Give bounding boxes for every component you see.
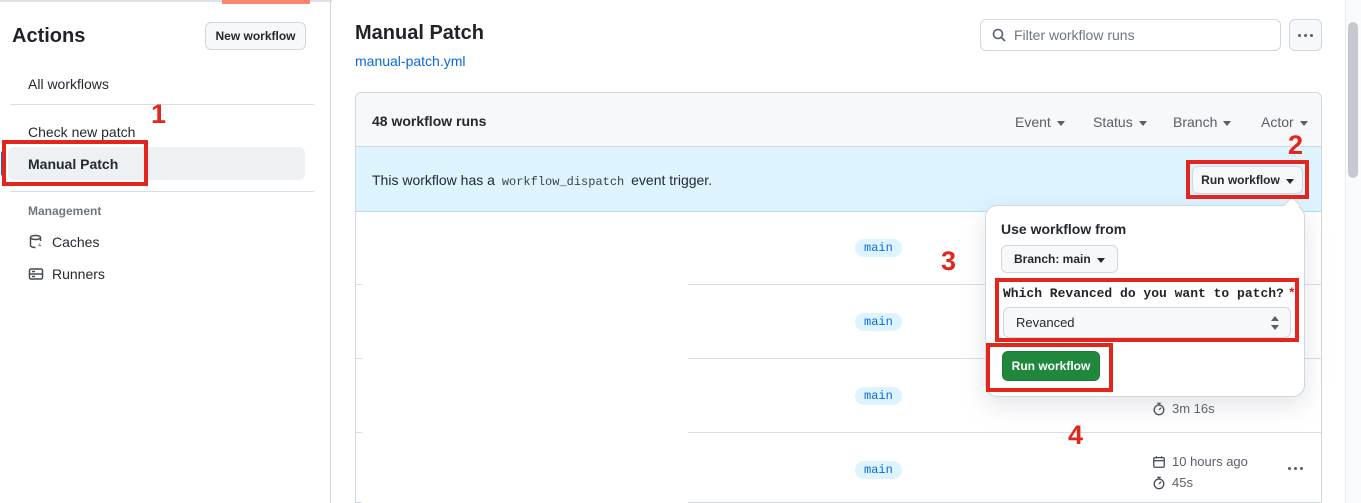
stopwatch-icon (1152, 476, 1166, 490)
run-duration-label: 45s (1172, 475, 1193, 490)
filter-runs-input[interactable] (1014, 27, 1272, 43)
sidebar-divider-line (10, 191, 314, 192)
kebab-icon (1287, 466, 1303, 470)
kebab-icon (1298, 33, 1313, 37)
chevron-down-icon (1056, 120, 1065, 126)
run-duration: 3m 16s (1152, 401, 1215, 416)
run-workflow-dropdown-label: Run workflow (1201, 173, 1280, 187)
chevron-down-icon (1285, 178, 1294, 184)
run-workflow-dropdown-button[interactable]: Run workflow (1192, 166, 1303, 194)
filter-branch-dropdown[interactable]: Branch (1173, 114, 1232, 130)
sidebar-divider (330, 0, 331, 503)
branch-badge[interactable]: main (855, 387, 902, 405)
runs-table-header (356, 93, 1321, 147)
banner-text-prefix: This workflow has a (372, 172, 495, 188)
chevron-down-icon (1299, 120, 1308, 126)
filter-status-dropdown[interactable]: Status (1093, 114, 1147, 130)
management-heading: Management (28, 204, 102, 218)
dialog-input-label-text: Which Revanced do you want to patch? (1003, 286, 1284, 301)
filter-label: Actor (1261, 114, 1294, 130)
workflow-more-options-button[interactable] (1289, 19, 1322, 51)
sidebar-title: Actions (12, 25, 86, 47)
calendar-icon (1152, 455, 1166, 469)
sidebar-item-label: Runners (52, 266, 105, 282)
filter-actor-dropdown[interactable]: Actor (1261, 114, 1308, 130)
dialog-input-label: Which Revanced do you want to patch?* (1003, 286, 1296, 301)
run-workflow-submit-label: Run workflow (1011, 359, 1091, 373)
workflow-runs-count: 48 workflow runs (372, 113, 487, 129)
filter-label: Branch (1173, 114, 1218, 130)
run-duration: 45s (1152, 475, 1193, 490)
sidebar-divider-line (10, 104, 314, 105)
row-divider (356, 432, 1321, 433)
required-asterisk: * (1287, 286, 1296, 301)
run-duration-label: 3m 16s (1172, 401, 1215, 416)
revanced-select-value: Revanced (1016, 315, 1075, 330)
chevron-down-icon (1138, 120, 1147, 126)
run-age-label: 10 hours ago (1172, 454, 1248, 469)
sidebar-item-label: Manual Patch (28, 155, 119, 172)
chevron-down-icon (1223, 120, 1232, 126)
run-row-menu-button[interactable] (1283, 460, 1307, 476)
run-age: 10 hours ago (1152, 454, 1248, 469)
select-updown-icon (1270, 315, 1280, 330)
top-border (0, 0, 332, 2)
sidebar-item-runners[interactable]: Runners (28, 266, 105, 282)
branch-badge[interactable]: main (855, 313, 902, 331)
sidebar-item-manual-patch[interactable]: Manual Patch (8, 147, 305, 180)
dialog-heading: Use workflow from (1001, 221, 1127, 237)
runner-server-icon (28, 266, 44, 282)
branch-selector-label: Branch: main (1014, 252, 1091, 266)
sidebar-item-caches[interactable]: Caches (28, 234, 99, 250)
sidebar-item-all-workflows[interactable]: All workflows (28, 76, 109, 92)
filter-label: Event (1015, 114, 1051, 130)
redacted-run-titles-area (362, 213, 688, 503)
row-divider (356, 284, 1321, 285)
filter-runs-search[interactable] (980, 19, 1281, 51)
workflow-dispatch-banner (356, 147, 1321, 212)
sidebar-item-check-new-patch[interactable]: Check new patch (28, 124, 136, 140)
new-workflow-button[interactable]: New workflow (205, 22, 306, 50)
revanced-select[interactable]: Revanced (1003, 307, 1291, 338)
sidebar-item-label: Caches (52, 234, 100, 250)
banner-text: This workflow has a workflow_dispatch ev… (372, 172, 712, 189)
annotation-red-bar-top (222, 0, 310, 4)
stopwatch-icon (1152, 402, 1166, 416)
banner-text-suffix: event trigger. (631, 172, 713, 188)
workflow-file-link[interactable]: manual-patch.yml (355, 53, 466, 69)
filter-label: Status (1093, 114, 1133, 130)
banner-code: workflow_dispatch (501, 175, 625, 189)
new-workflow-button-label: New workflow (215, 29, 296, 43)
scrollbar-thumb[interactable] (1348, 22, 1358, 178)
run-workflow-submit-button[interactable]: Run workflow (1002, 351, 1100, 381)
filter-event-dropdown[interactable]: Event (1015, 114, 1065, 130)
row-divider (356, 358, 1321, 359)
branch-badge[interactable]: main (855, 461, 902, 479)
selected-item-accent-bar (1, 151, 5, 176)
branch-selector-button[interactable]: Branch: main (1001, 245, 1118, 273)
page-title: Manual Patch (355, 22, 484, 44)
cache-database-icon (28, 234, 44, 250)
chevron-down-icon (1096, 257, 1105, 263)
search-icon (991, 27, 1007, 43)
branch-badge[interactable]: main (855, 239, 902, 257)
